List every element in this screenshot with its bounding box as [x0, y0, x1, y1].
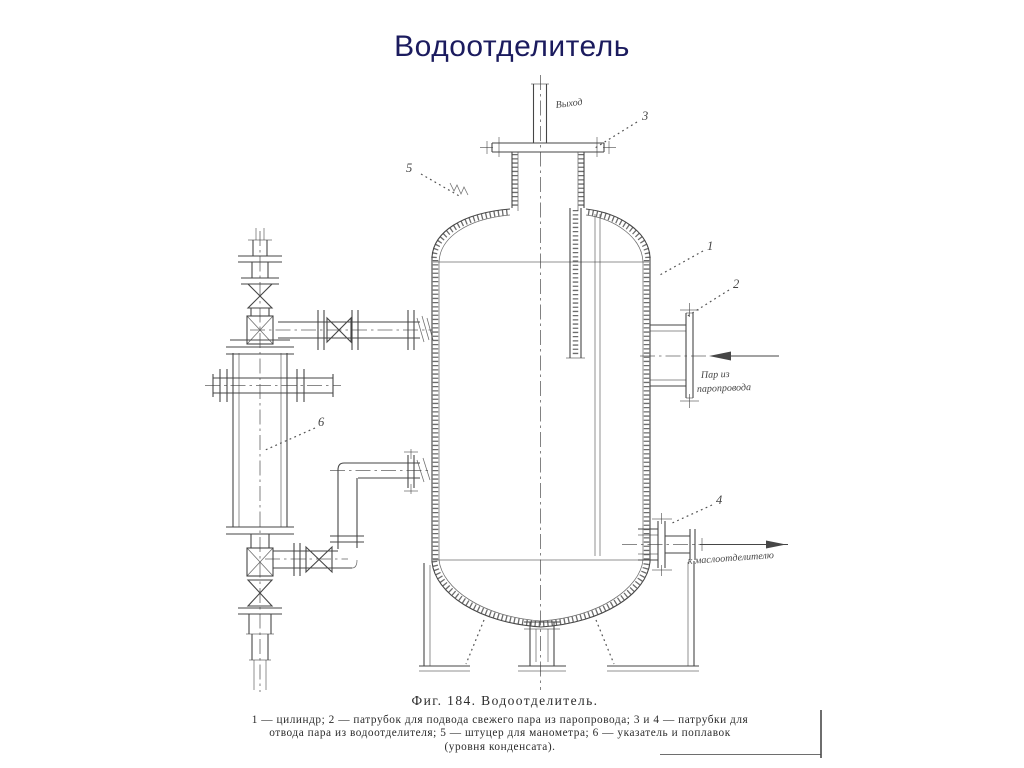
internal-dip-pipe [566, 208, 601, 556]
top-outlet-nozzle [449, 83, 616, 211]
callout-3: 3 [641, 109, 648, 123]
scan-edge-artifact-vertical [820, 710, 822, 758]
gauge-piping [212, 310, 434, 576]
callout-5: 5 [406, 161, 412, 175]
vessel-shell [431, 208, 651, 628]
flow-labels: Выход Пар из паропровода к маслоотделите… [555, 97, 774, 567]
level-gauge-column [226, 228, 294, 690]
figure-caption-body: 1 — цилиндр; 2 — патрубок для подвода св… [172, 714, 828, 754]
callout-2: 2 [733, 277, 739, 291]
lower-outlet-label: к маслоотделителю [687, 550, 774, 567]
callout-leaders: 1 2 3 4 5 6 [262, 109, 739, 525]
outlet-flow-arrow [766, 540, 786, 549]
caption-line: 1 — цилиндр; 2 — патрубок для подвода св… [251, 714, 749, 726]
figure-caption-title: Фиг. 184. Водоотделитель. [411, 693, 599, 708]
bottom-support [419, 561, 699, 672]
caption-line: отвода пара из водоотделителя; 5 — штуце… [269, 727, 731, 740]
scan-edge-artifact-horizontal [660, 754, 821, 756]
inlet-flow-arrow [709, 351, 731, 361]
page-title: Водоотделитель [394, 30, 630, 63]
caption-line: (уровня конденсата). [444, 740, 556, 753]
callout-6: 6 [318, 415, 325, 429]
centerlines [205, 75, 710, 692]
callout-4: 4 [716, 493, 722, 507]
callout-1: 1 [707, 239, 713, 253]
steam-inlet-nozzle [650, 303, 779, 408]
steam-inlet-label-line1: Пар из [700, 369, 730, 381]
steam-inlet-label-line2: паропровода [697, 382, 751, 395]
lower-outlet-nozzle [638, 513, 788, 576]
top-outlet-label: Выход [555, 97, 583, 111]
